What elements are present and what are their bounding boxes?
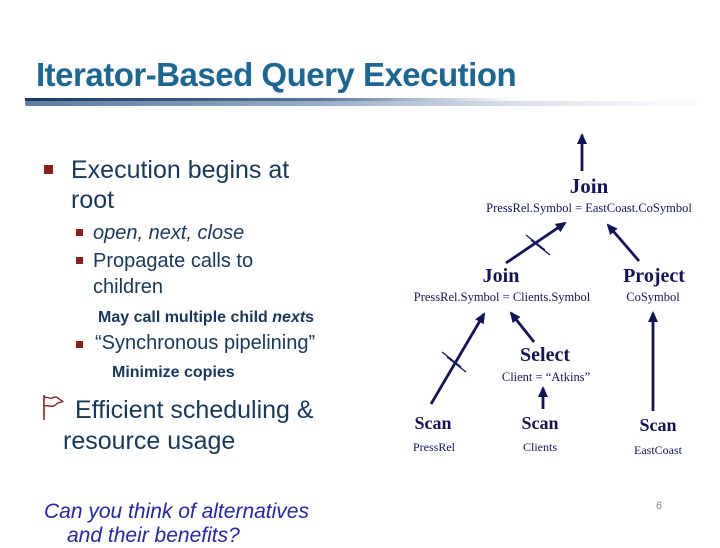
note-may-call: May call multiple child nexts — [98, 309, 314, 327]
arrow-project-to-root — [606, 223, 641, 262]
title-underline-accent — [25, 98, 675, 101]
diagram-caption-scan-clients: Clients — [522, 440, 558, 454]
diagram-node-scan-eastcoast: Scan — [639, 415, 677, 435]
bullet-propagate-line1: Propagate calls to — [93, 250, 254, 272]
bullet-execution-line1: Execution begins at — [71, 156, 290, 184]
question-line1: Can you think of alternatives — [44, 500, 309, 523]
question-line2: and their benefits? — [67, 524, 240, 547]
bullet-execution-line2: root — [71, 186, 115, 214]
diagram-caption-project: CoSymbol — [626, 290, 680, 304]
diagram-caption-join-2: PressRel.Symbol = Clients.Symbol — [413, 290, 591, 304]
title-underline-bar — [25, 100, 697, 106]
arrow-select-to-join2 — [509, 311, 536, 343]
square-bullet-icon — [76, 257, 83, 264]
diagram-node-project: Project — [623, 265, 685, 287]
square-bullet-icon — [44, 165, 53, 174]
page-number: 6 — [656, 500, 663, 512]
diagram-node-join-root: Join — [569, 174, 609, 198]
diagram-caption-join-root: PressRel.Symbol = EastCoast.CoSymbol — [486, 201, 692, 215]
tick-mark — [441, 351, 462, 368]
tick-mark — [525, 234, 546, 251]
tick-mark — [530, 239, 551, 256]
bullet-synchronous-pipelining: “Synchronous pipelining” — [95, 332, 316, 354]
arrow-scan1-to-join2 — [429, 312, 486, 405]
diagram-node-select: Select — [520, 344, 570, 366]
note-may-call-suffix: s — [305, 309, 315, 326]
diagram-node-scan-pressrel: Scan — [414, 413, 452, 433]
flag-icon — [43, 395, 64, 420]
bullet-propagate-line2: children — [93, 276, 164, 298]
square-bullet-icon — [76, 229, 83, 236]
square-bullet-icon — [76, 341, 83, 348]
note-may-call-italic: next — [272, 309, 306, 326]
tick-mark — [446, 356, 467, 373]
slide-title: Iterator-Based Query Execution — [36, 56, 517, 93]
bullet-efficient-line2: resource usage — [63, 427, 236, 455]
diagram-caption-scan-eastcoast: EastCoast — [634, 443, 682, 457]
arrow-join2-to-root — [505, 221, 567, 265]
note-may-call-prefix: May call multiple child — [98, 309, 273, 326]
bullet-open-next-close: open, next, close — [93, 222, 245, 244]
diagram-caption-select: Client = “Atkins” — [501, 370, 591, 384]
bullet-efficient-line1: Efficient scheduling & — [75, 396, 314, 424]
note-minimize-copies: Minimize copies — [112, 364, 235, 381]
diagram-node-scan-clients: Scan — [521, 413, 559, 433]
diagram-node-join-2: Join — [482, 265, 520, 287]
diagram-caption-scan-pressrel: PressRel — [413, 440, 455, 454]
